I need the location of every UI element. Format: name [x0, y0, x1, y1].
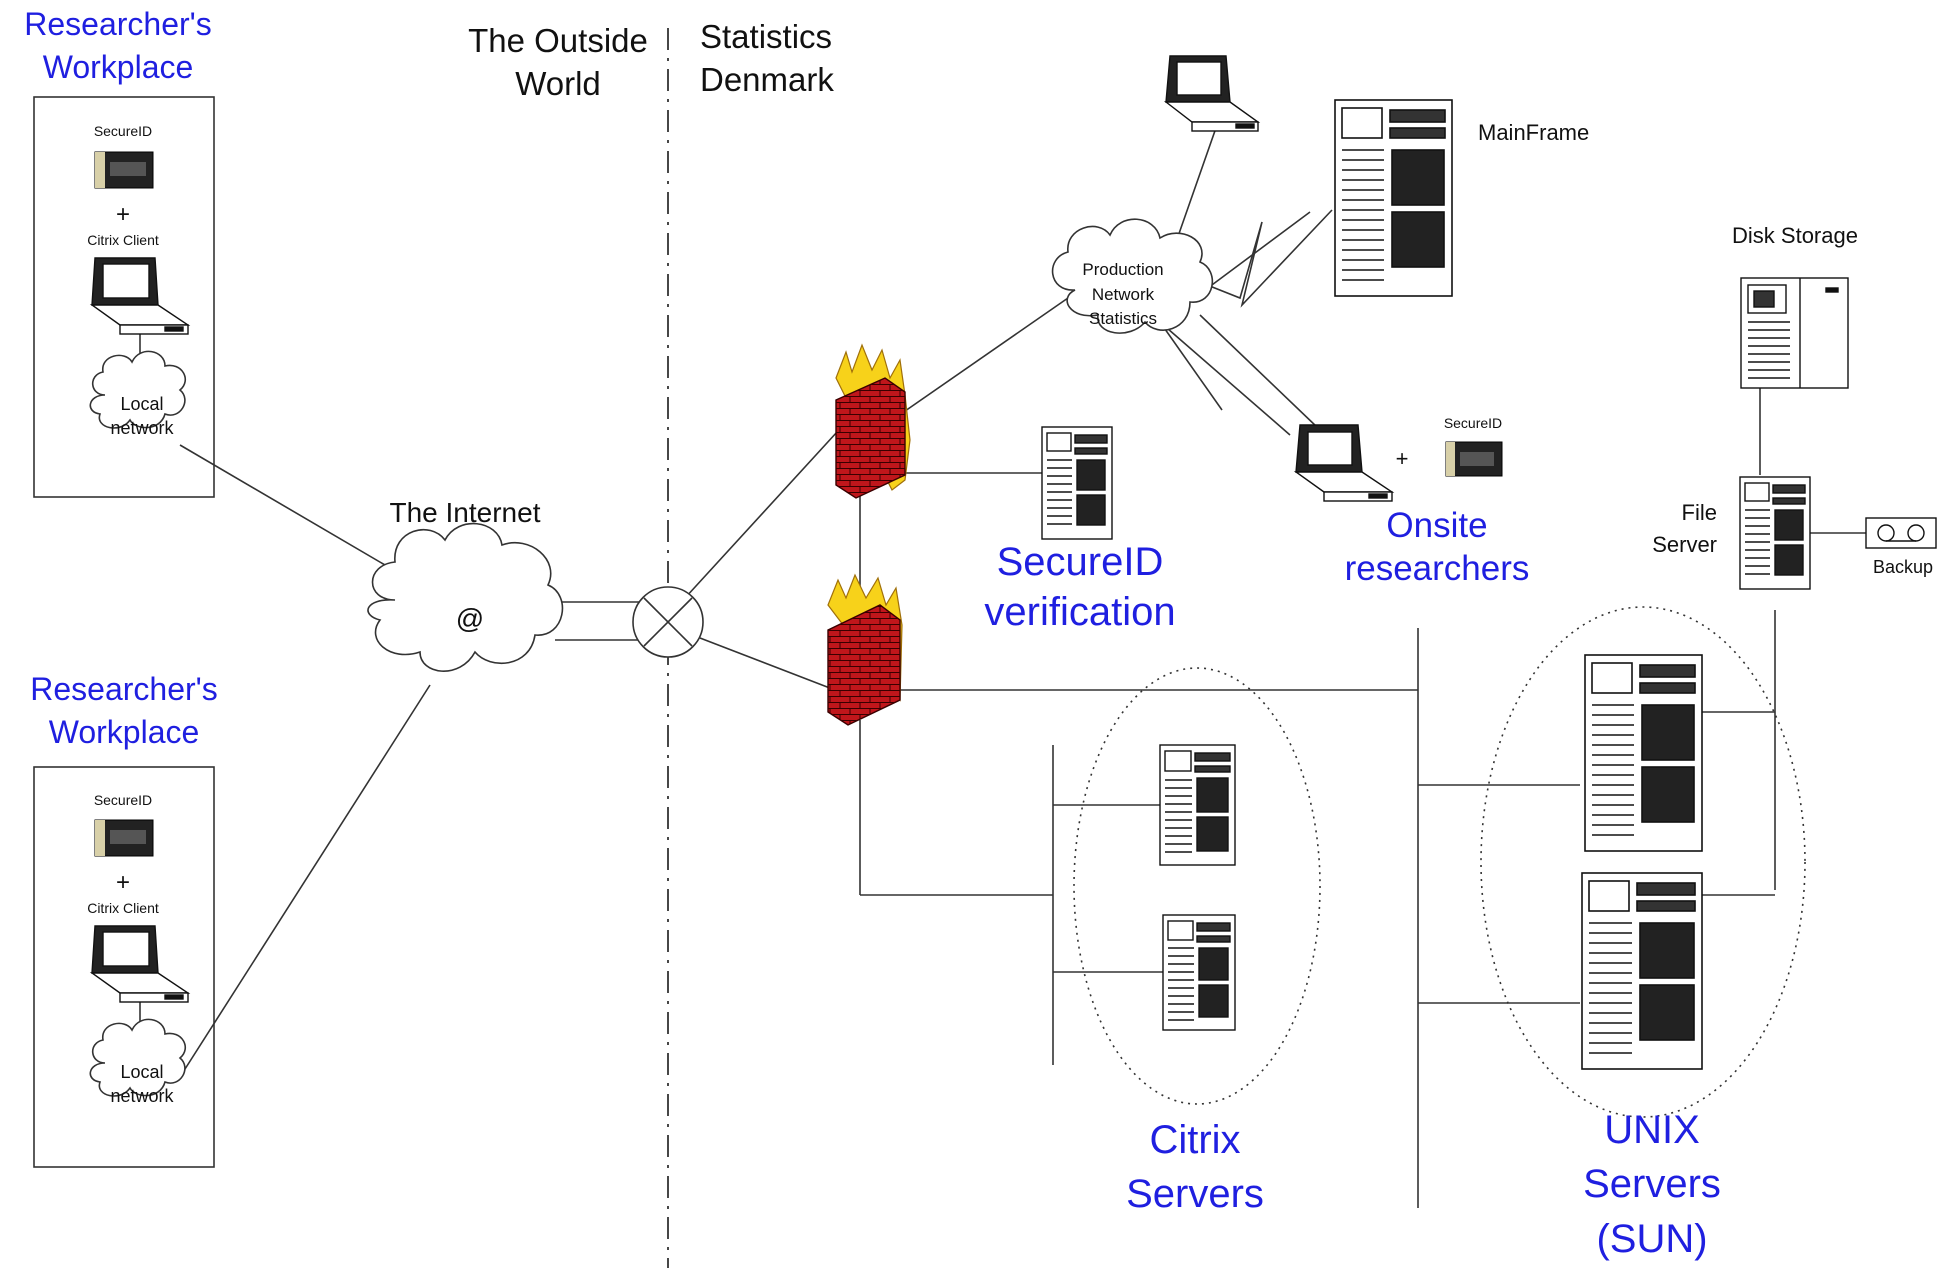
plus-sign: +	[116, 201, 130, 228]
laptop-icon	[1163, 55, 1261, 132]
workplace-title-line2: Workplace	[43, 49, 194, 85]
unix-servers-label-line3: (SUN)	[1596, 1217, 1707, 1261]
secureid-verification-label-line1: SecureID	[997, 540, 1164, 584]
plus-sign: +	[116, 869, 130, 896]
citrix-server-icon	[1162, 914, 1236, 1031]
onsite-researchers-label-line1: Onsite	[1386, 506, 1487, 545]
outside-world-label-line2: World	[515, 65, 601, 102]
citrix-servers-group-outline	[1073, 667, 1321, 1105]
onsite-secureid-token-icon	[1445, 441, 1503, 477]
disk-storage-label: Disk Storage	[1732, 223, 1858, 248]
local-network-cloud: Local network	[89, 350, 186, 438]
workplace-box	[33, 766, 215, 1168]
secureid-verification-label-line2: verification	[984, 590, 1175, 634]
at-symbol-icon: @	[456, 603, 484, 634]
firewall-icon-top	[835, 343, 911, 499]
workplace-top: Researcher's Workplace SecureID + Citrix…	[24, 6, 215, 498]
onsite-researchers-label-line2: researchers	[1345, 549, 1530, 588]
statistics-denmark-label-line2: Denmark	[700, 61, 834, 98]
citrix-client-label: Citrix Client	[87, 900, 159, 916]
production-network-label-line1: Production	[1082, 260, 1163, 279]
disk-storage-icon	[1740, 277, 1849, 389]
workplace-box	[33, 96, 215, 498]
production-network-label-line2: Network	[1092, 285, 1155, 304]
secureid-token-icon	[94, 151, 154, 189]
secureid-server-icon	[1041, 426, 1113, 540]
internet-label: The Internet	[390, 497, 541, 528]
local-network-cloud: Local network	[89, 1018, 186, 1106]
workplace-title-line1: Researcher's	[30, 671, 218, 707]
onsite-plus-sign: +	[1396, 446, 1409, 471]
laptop-icon	[89, 257, 191, 335]
citrix-servers-label-line1: Citrix	[1149, 1118, 1240, 1162]
backup-tape-icon	[1865, 517, 1937, 549]
unix-server-icon	[1581, 872, 1703, 1070]
unix-servers-label-line2: Servers	[1583, 1162, 1721, 1206]
router-icon	[632, 586, 704, 658]
workplace-title-line2: Workplace	[49, 714, 200, 750]
local-network-label-line1: Local	[120, 394, 163, 414]
statistics-denmark-label-line1: Statistics	[700, 18, 832, 55]
onsite-secureid-label: SecureID	[1444, 415, 1502, 431]
secureid-label: SecureID	[94, 792, 152, 808]
citrix-client-label: Citrix Client	[87, 232, 159, 248]
secureid-label: SecureID	[94, 123, 152, 139]
outside-world-label-line1: The Outside	[468, 22, 648, 59]
workplace-title-line1: Researcher's	[24, 6, 212, 42]
onsite-laptop-icon	[1293, 424, 1395, 502]
local-network-label-line2: network	[110, 418, 174, 438]
unix-server-icon	[1584, 654, 1703, 852]
internet-cloud: The Internet @	[367, 497, 564, 672]
connection-lines	[139, 124, 1866, 1208]
local-network-label-line1: Local	[120, 1062, 163, 1082]
production-network-label-line3: Statistics	[1089, 309, 1157, 328]
unix-servers-label-line1: UNIX	[1604, 1108, 1700, 1152]
unix-servers-group-outline	[1480, 606, 1806, 1118]
workplace-bottom: Researcher's Workplace SecureID + Citrix…	[30, 671, 218, 1168]
local-network-label-line2: network	[110, 1086, 174, 1106]
mainframe-icon	[1334, 99, 1453, 297]
file-server-label-line1: File	[1682, 500, 1717, 525]
file-server-icon	[1739, 476, 1811, 590]
file-server-label-line2: Server	[1652, 532, 1717, 557]
production-network-cloud: Production Network Statistics	[1051, 218, 1214, 334]
secureid-token-icon	[94, 819, 154, 857]
citrix-servers-label-line2: Servers	[1126, 1172, 1264, 1216]
laptop-icon	[89, 925, 191, 1003]
firewall-icon-bottom	[827, 573, 903, 726]
mainframe-label: MainFrame	[1478, 120, 1589, 145]
backup-label: Backup	[1873, 557, 1933, 577]
citrix-server-icon	[1159, 744, 1236, 866]
